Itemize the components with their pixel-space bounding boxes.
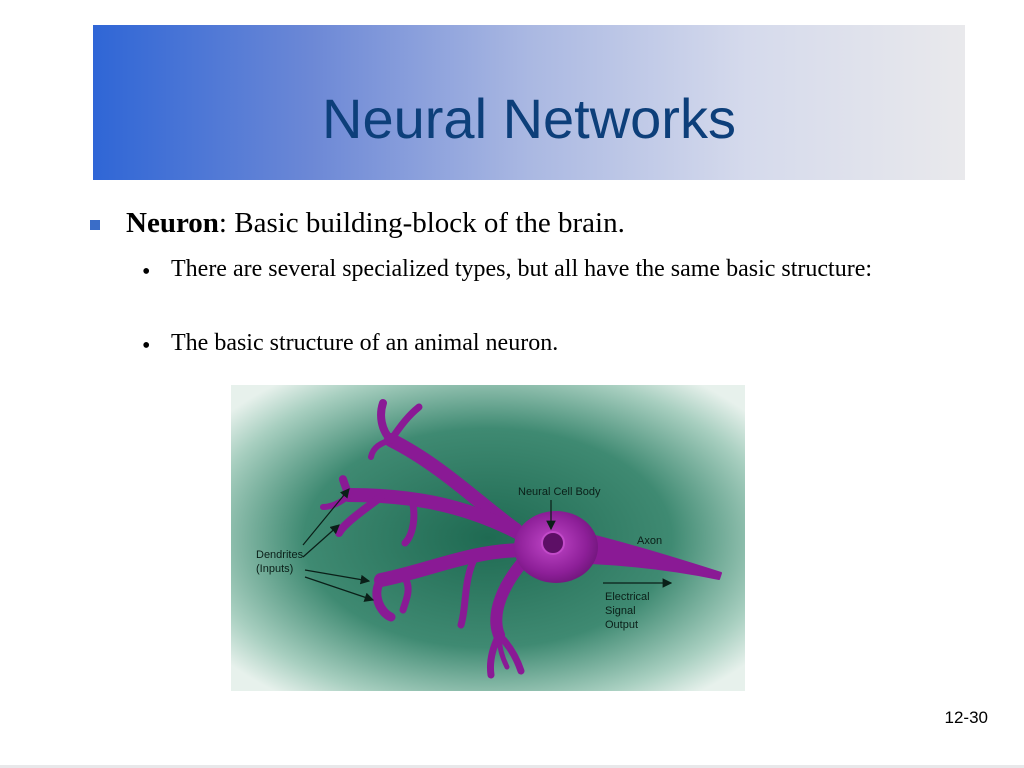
- page-number: 12-30: [944, 708, 988, 727]
- figure-arrows: [302, 488, 673, 602]
- label-cell-body: Neural Cell Body: [518, 486, 601, 498]
- label-dendrites: Dendrites: [256, 549, 304, 561]
- bottom-divider: [0, 765, 1024, 768]
- main-bullet: Neuron: Basic building-block of the brai…: [126, 207, 625, 240]
- label-inputs: (Inputs): [256, 563, 293, 575]
- sub-bullet-dot-icon: •: [142, 259, 151, 285]
- figure-background: [231, 385, 745, 691]
- label-output-1: Electrical: [605, 591, 650, 603]
- bullet-square-icon: [90, 220, 100, 230]
- title-banner: Neural Networks: [93, 25, 965, 180]
- bullet-term: Neuron: [126, 207, 219, 239]
- neuron-diagram: Neural Cell Body Axon Dendrites (Inputs)…: [231, 385, 745, 691]
- label-output-2: Signal: [605, 605, 636, 617]
- label-axon: Axon: [637, 535, 662, 547]
- label-output-3: Output: [605, 619, 638, 631]
- slide-title: Neural Networks: [322, 87, 736, 150]
- sub-bullet-1: There are several specialized types, but…: [171, 256, 873, 282]
- bullet-definition: : Basic building-block of the brain.: [218, 207, 625, 239]
- sub-bullet-2: The basic structure of an animal neuron.: [171, 330, 559, 356]
- sub-bullet-dot-icon: •: [142, 333, 151, 359]
